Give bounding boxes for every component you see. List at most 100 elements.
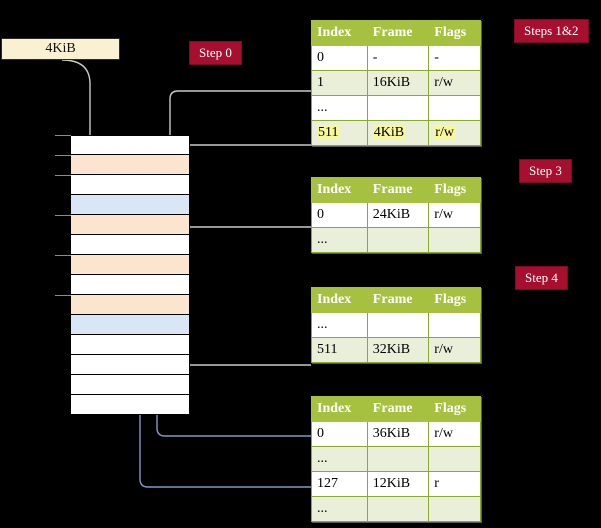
cell-frame: 24KiB bbox=[366, 202, 430, 228]
physical-memory-column bbox=[70, 135, 190, 415]
cell-frame bbox=[366, 496, 430, 522]
cell-frame: 12KiB bbox=[366, 471, 430, 497]
highlight-mark: r/w bbox=[434, 124, 455, 140]
table-row: ... bbox=[311, 496, 481, 522]
memory-frame-cell-3 bbox=[70, 195, 190, 215]
cell-frame: 4KiB bbox=[366, 120, 430, 146]
cell-flags bbox=[428, 496, 481, 522]
wire-table3-row127-to-cell3 bbox=[138, 209, 311, 488]
memory-frame-cell-9 bbox=[70, 315, 190, 335]
memory-row-tick-2 bbox=[55, 175, 71, 176]
cell-index: 511 bbox=[311, 337, 368, 363]
cell-frame bbox=[366, 312, 430, 338]
page-size-label-box: 4KiB bbox=[1, 38, 120, 60]
table-row: ... bbox=[311, 227, 481, 253]
cell-frame bbox=[366, 227, 430, 253]
wire-4kib-to-cell1 bbox=[61, 59, 100, 161]
wire-step0-to-table0 bbox=[169, 90, 311, 100]
cell-index: 1 bbox=[311, 70, 368, 96]
cell-flags: r/w bbox=[428, 202, 481, 228]
memory-frame-cell-8 bbox=[70, 295, 190, 315]
table-row: ... bbox=[311, 95, 481, 121]
cell-index: ... bbox=[311, 227, 368, 253]
badge-step-4: Step 4 bbox=[515, 266, 568, 290]
cell-frame bbox=[366, 95, 430, 121]
cell-flags: r/w bbox=[428, 421, 481, 447]
cell-frame: 36KiB bbox=[366, 421, 430, 447]
cell-flags: - bbox=[428, 45, 481, 71]
cell-flags bbox=[428, 227, 481, 253]
page-size-label-text: 4KiB bbox=[45, 41, 76, 56]
column-header-index: Index bbox=[311, 287, 368, 313]
badge-step-3: Step 3 bbox=[519, 159, 572, 183]
memory-row-tick-0 bbox=[55, 135, 71, 136]
cell-index: ... bbox=[311, 312, 368, 338]
table-row: ... bbox=[311, 312, 481, 338]
cell-flags: r/w bbox=[428, 337, 481, 363]
cell-index: ... bbox=[311, 496, 368, 522]
memory-frame-cell-13 bbox=[70, 395, 190, 415]
cell-index: ... bbox=[311, 95, 368, 121]
cell-flags: r/w bbox=[428, 70, 481, 96]
cell-index: 0 bbox=[311, 45, 368, 71]
column-header-index: Index bbox=[311, 396, 368, 422]
column-header-frame: Frame bbox=[366, 20, 430, 46]
cell-flags: r bbox=[428, 471, 481, 497]
cell-flags bbox=[428, 95, 481, 121]
memory-frame-cell-7 bbox=[70, 275, 190, 295]
memory-row-tick-8 bbox=[55, 295, 71, 296]
memory-row-tick-6 bbox=[55, 255, 71, 256]
memory-frame-cell-5 bbox=[70, 235, 190, 255]
cell-frame: 16KiB bbox=[366, 70, 430, 96]
cell-flags: r/w bbox=[428, 120, 481, 146]
column-header-flags: Flags bbox=[428, 396, 481, 422]
column-header-flags: Flags bbox=[428, 177, 481, 203]
wire-table3-row0-to-cell9 bbox=[155, 329, 311, 437]
memory-frame-cell-11 bbox=[70, 355, 190, 375]
column-header-index: Index bbox=[311, 177, 368, 203]
badge-steps-1-2: Steps 1&2 bbox=[514, 19, 589, 43]
memory-frame-cell-2 bbox=[70, 175, 190, 195]
memory-row-tick-1 bbox=[55, 155, 71, 156]
cell-index: 127 bbox=[311, 471, 368, 497]
highlight-mark: 511 bbox=[317, 124, 340, 140]
cell-frame bbox=[366, 446, 430, 472]
cell-index: 0 bbox=[311, 202, 368, 228]
badge-step-0: Step 0 bbox=[189, 41, 242, 65]
column-header-flags: Flags bbox=[428, 287, 481, 313]
cell-index: 511 bbox=[311, 120, 368, 146]
table-row: 0-- bbox=[311, 45, 481, 71]
memory-frame-cell-1 bbox=[70, 155, 190, 175]
cell-index: 0 bbox=[311, 421, 368, 447]
column-header-flags: Flags bbox=[428, 20, 481, 46]
memory-frame-cell-4 bbox=[70, 215, 190, 235]
cell-frame: - bbox=[366, 45, 430, 71]
column-header-frame: Frame bbox=[366, 396, 430, 422]
cell-flags bbox=[428, 312, 481, 338]
column-header-index: Index bbox=[311, 20, 368, 46]
cell-frame: 32KiB bbox=[366, 337, 430, 363]
table-row: ... bbox=[311, 446, 481, 472]
memory-frame-cell-0 bbox=[70, 135, 190, 155]
memory-frame-cell-10 bbox=[70, 335, 190, 355]
column-header-frame: Frame bbox=[366, 287, 430, 313]
cell-index: ... bbox=[311, 446, 368, 472]
cell-flags bbox=[428, 446, 481, 472]
memory-row-tick-4 bbox=[55, 215, 71, 216]
